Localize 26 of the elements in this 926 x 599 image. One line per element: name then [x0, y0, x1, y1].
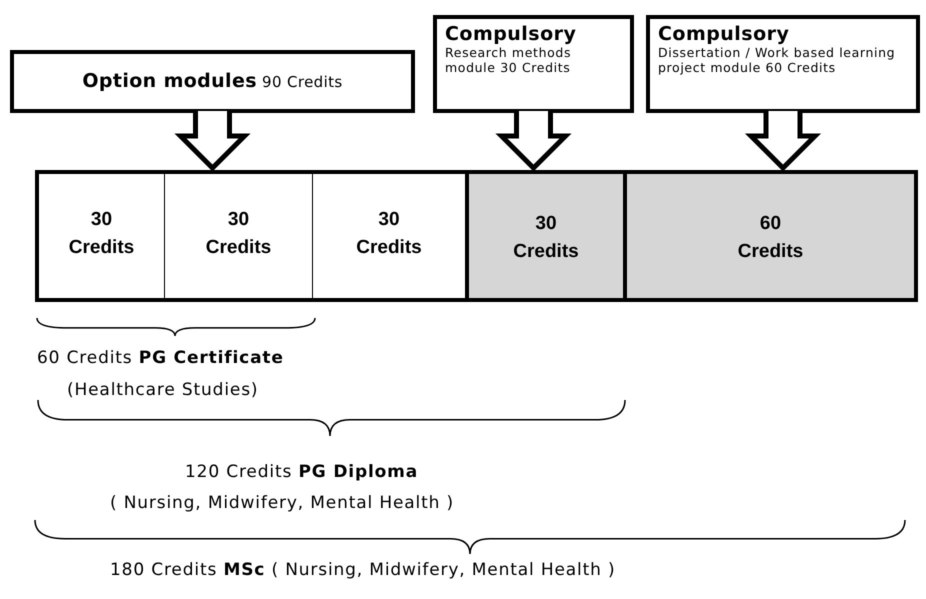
- callout-heading: Compulsory: [658, 23, 790, 45]
- callout-box: [433, 15, 634, 113]
- callout-box: [646, 15, 920, 113]
- callout-text: Option modules 90 Credits: [82, 69, 343, 94]
- credit-text: 30 Credits: [512, 212, 580, 264]
- callout-text: Dissertation / Work based learning project module 60 Credits: [658, 45, 896, 75]
- qualification-label: ( Nursing, Midwifery, Mental Health ): [110, 492, 454, 515]
- block-arrow: [495, 108, 572, 172]
- qualification-label: 180 Credits MSc ( Nursing, Midwifery, Mental Health ): [110, 559, 616, 582]
- module-cell: [165, 170, 313, 302]
- shaded-module-cell: [627, 170, 918, 302]
- block-arrow: [174, 108, 251, 172]
- credit-text: 60 Credits: [736, 212, 804, 264]
- callout-heading: Compulsory: [445, 23, 576, 45]
- credit-text: 30 Credits: [68, 208, 136, 260]
- qualification-label: (Healthcare Studies): [67, 379, 258, 402]
- qualification-label: 60 Credits PG Certificate: [37, 347, 284, 370]
- block-arrow: [744, 108, 822, 172]
- qualification-label: 120 Credits PG Diploma: [185, 461, 418, 484]
- callout-text: Research methods module 30 Credits: [445, 45, 572, 75]
- credit-text: 30 Credits: [204, 208, 272, 260]
- module-cell: [35, 170, 165, 302]
- credit-text: 30 Credits: [355, 208, 423, 260]
- shaded-module-cell: [465, 170, 627, 302]
- callout-box: [10, 50, 415, 113]
- module-cell: [313, 170, 465, 302]
